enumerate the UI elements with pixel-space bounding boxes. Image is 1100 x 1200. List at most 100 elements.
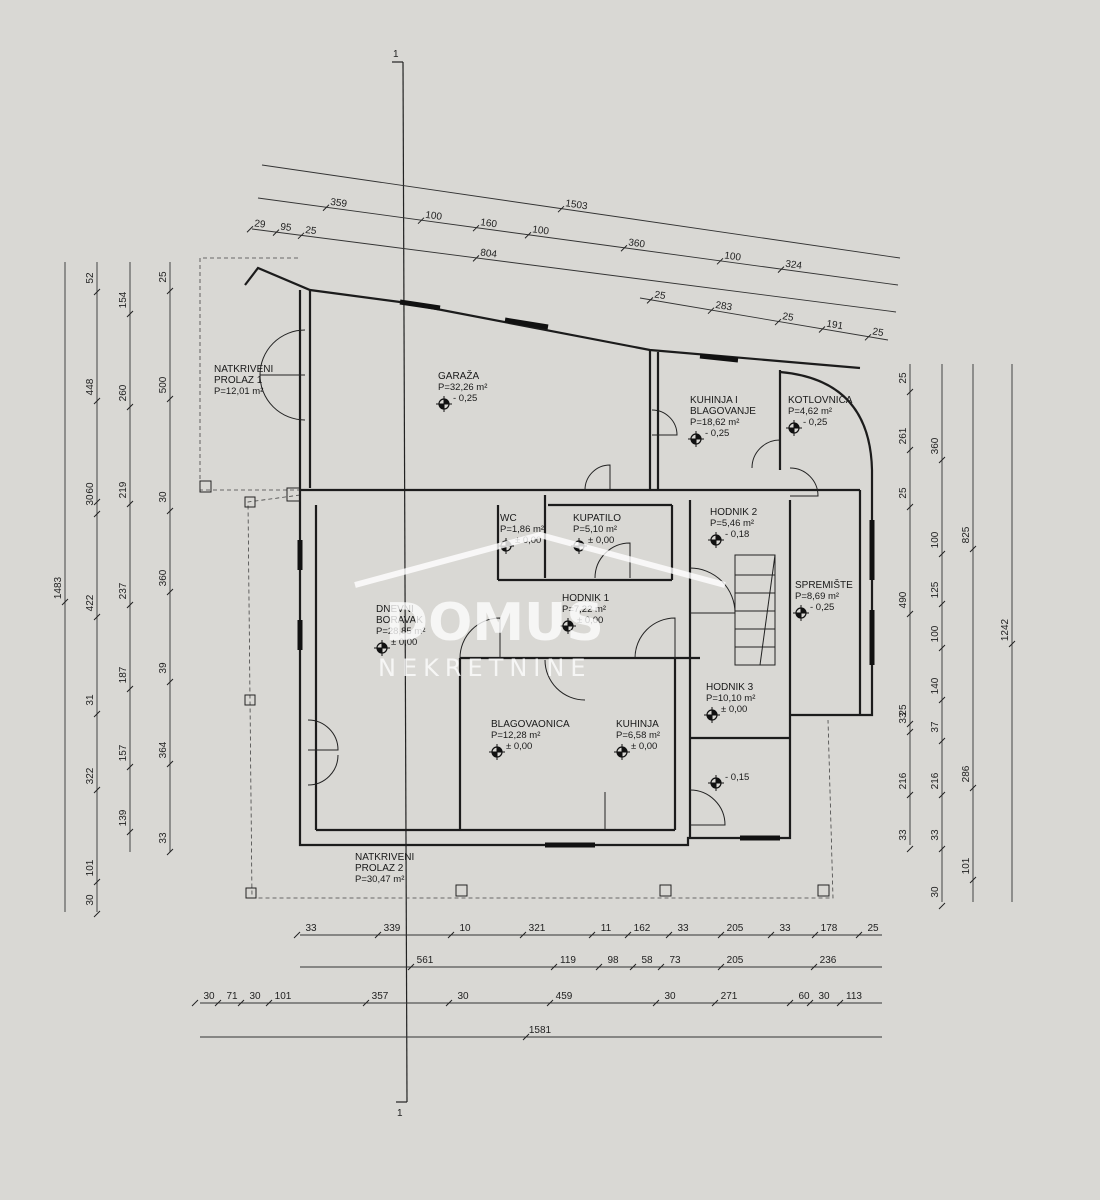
dimension-label: 286: [961, 765, 972, 782]
dimension-label: 459: [556, 991, 573, 1002]
room-area: P=30,47 m²: [355, 874, 404, 885]
room-level: ± 0,00: [506, 741, 532, 752]
dimension-label: 100: [930, 531, 941, 548]
dimension-label: 25: [898, 372, 909, 384]
dimension-label: 101: [275, 991, 292, 1002]
top-dimension-lines: [251, 164, 901, 341]
level-marker-icon: [489, 744, 505, 760]
dimension-label: 25: [653, 289, 666, 302]
room-hodnik-2: HODNIK 2P=5,46 m²- 0,18: [708, 507, 758, 548]
dimension-label: 33: [158, 832, 169, 844]
room-name: NATKRIVENI: [214, 364, 273, 375]
room-level: ± 0,00: [588, 535, 614, 546]
room-name: PROLAZ 1: [214, 375, 263, 386]
room-name: BLAGOVAONICA: [491, 719, 570, 730]
dimension-label: 322: [85, 767, 96, 784]
room-area: P=5,46 m²: [710, 518, 754, 529]
level-marker-icon: [793, 605, 809, 621]
dimension-label: 339: [384, 923, 401, 934]
room-name: HODNIK 1: [562, 593, 610, 604]
right-dimension-lines: [909, 364, 1013, 902]
dimension-label: 191: [825, 319, 844, 333]
dimension-label: 33: [898, 829, 909, 841]
dimension-label: 422: [85, 594, 96, 611]
section-marker-top: 1: [393, 49, 399, 60]
dimension-label: 10: [459, 923, 471, 934]
room-level: - 0,18: [725, 529, 749, 540]
dimension-label: 448: [85, 378, 96, 395]
level-marker-icon: [688, 431, 704, 447]
dimension-label: 30: [85, 894, 96, 906]
room-name: KUPATILO: [573, 513, 621, 524]
room-hodnik-1: HODNIK 1P=7,22 m²± 0,00: [560, 593, 610, 634]
dimension-label: 30: [664, 991, 676, 1002]
dimension-label: 100: [532, 224, 550, 237]
dimension-label: 490: [898, 591, 909, 608]
room-area: P=4,62 m²: [788, 406, 832, 417]
top-dimension-row: 1503: [557, 198, 589, 213]
section-line: 1 1: [392, 49, 408, 1119]
dimension-label: 360: [158, 569, 169, 586]
dimension-label: 360: [628, 237, 646, 250]
dimension-label: 216: [898, 772, 909, 789]
dimension-label: 216: [930, 772, 941, 789]
level-marker-icon: [560, 618, 576, 634]
dimension-label: 357: [372, 991, 389, 1002]
dimension-label: 160: [480, 217, 498, 230]
room-name: NATKRIVENI: [355, 852, 414, 863]
room-level: ± 0,00: [631, 741, 657, 752]
dimension-label: 33: [305, 923, 317, 934]
dimension-label: 25: [871, 326, 884, 339]
room-level: - 0,15: [725, 772, 749, 783]
dimension-label: 364: [158, 741, 169, 758]
watermark: DOMUS NEKRETNINE: [354, 531, 726, 682]
dimension-label: 33: [898, 712, 909, 724]
watermark-brand: DOMUS: [385, 593, 604, 653]
dimension-label: 25: [305, 225, 318, 237]
right-dimension-row: 1242: [1000, 618, 1016, 648]
columns: [199, 480, 830, 899]
dimension-label: 205: [727, 923, 744, 934]
dimension-label: 60: [798, 991, 810, 1002]
dimension-label: 219: [118, 481, 129, 498]
dimension-label: 236: [820, 955, 837, 966]
dimension-label: 360: [930, 437, 941, 454]
level-marker-icon: [708, 532, 724, 548]
covered-passage-outlines: [199, 257, 834, 899]
dimension-label: 100: [425, 210, 443, 223]
dimension-label: 561: [417, 955, 434, 966]
dimension-label: 30: [457, 991, 469, 1002]
dimension-label: 261: [898, 427, 909, 444]
room-level: ± 0,00: [577, 615, 603, 626]
room-level: - 0,25: [705, 428, 729, 439]
room-hodnik-3: HODNIK 3P=10,10 m²± 0,00: [704, 682, 755, 723]
dimension-label: 178: [821, 923, 838, 934]
dimension-label: 73: [669, 955, 681, 966]
room-area: P=32,26 m²: [438, 382, 487, 393]
dimension-label: 25: [898, 704, 909, 716]
dimension-label: 29: [254, 218, 267, 230]
dimension-label: 33: [930, 829, 941, 841]
dimension-label: 100: [724, 250, 742, 263]
room-name: HODNIK 2: [710, 507, 758, 518]
dimension-label: 98: [607, 955, 619, 966]
room-name: BLAGOVANJE: [690, 406, 756, 417]
watermark-subtitle: NEKRETNINE: [378, 654, 592, 682]
dimension-label: 205: [727, 955, 744, 966]
dimension-label: 30: [930, 886, 941, 898]
dimension-label: 125: [930, 581, 941, 598]
room-area: P=28,85 m²: [376, 626, 425, 637]
dimension-label: 1581: [529, 1025, 552, 1036]
